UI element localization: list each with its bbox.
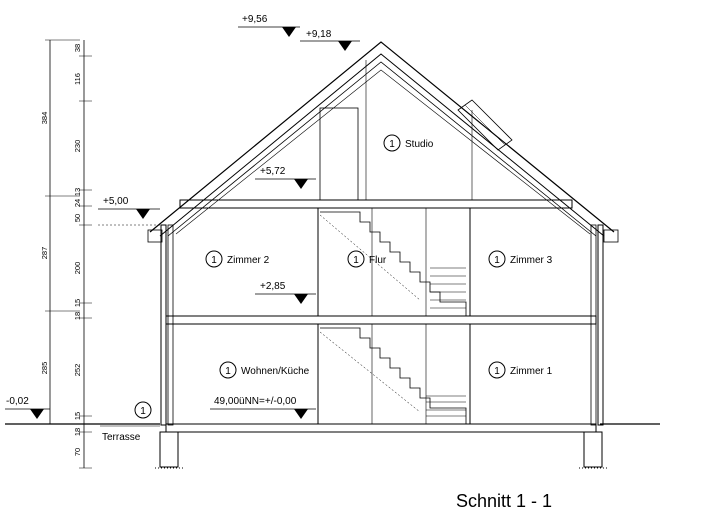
svg-text:1: 1 [389,139,395,150]
level-label: +9,18 [306,29,332,40]
level-label: +5,00 [103,196,129,207]
svg-text:15: 15 [73,299,82,307]
svg-text:1: 1 [211,255,217,266]
svg-text:384: 384 [40,112,49,125]
svg-text:252: 252 [73,364,82,377]
level-label: -0,02 [6,396,29,407]
room-terrasse-marker: 1 [134,401,152,419]
room-labels: 1 Studio 1 Zimmer 2 1 Flur 1 Zimmer 3 1 … [102,134,553,443]
svg-text:15: 15 [73,412,82,420]
room-flur: 1 Flur [347,250,387,268]
drawing-title: Schnitt 1 - 1 [456,491,552,511]
svg-text:50: 50 [73,214,82,222]
room-zimmer-3: 1 Zimmer 3 [488,250,553,268]
svg-text:38: 38 [73,44,82,52]
level-label: +9,56 [242,14,268,25]
exterior-walls [160,224,604,426]
svg-text:200: 200 [73,262,82,275]
svg-text:18: 18 [73,312,82,320]
svg-text:1: 1 [494,366,500,377]
ground-line [5,423,660,427]
level-markers: +9,56 +9,18 +5,72 +5,00 +2,85 49,00üNN=+… [5,14,360,419]
svg-text:287: 287 [40,247,49,260]
svg-text:Zimmer 2: Zimmer 2 [227,255,270,266]
dimension-chain-inner: 38 116 230 13 24 50 200 15 18 252 15 18 … [73,40,92,469]
dimension-chain-outer: 384 287 285 [40,39,80,425]
room-wohnen-kueche: 1 Wohnen/Küche [219,361,310,379]
svg-text:1: 1 [494,255,500,266]
svg-text:24: 24 [73,199,82,207]
level-label: +2,85 [260,281,286,292]
staircase-upper [319,211,467,316]
svg-text:1: 1 [353,255,359,266]
room-studio: 1 Studio [383,134,434,152]
svg-text:18: 18 [73,428,82,436]
svg-text:Zimmer 3: Zimmer 3 [510,255,553,266]
foundations [155,431,608,469]
interior-walls [317,60,473,424]
terrace-label: Terrasse [102,432,141,443]
level-label: +5,72 [260,166,286,177]
floor-slabs [165,199,597,433]
staircase-lower [319,327,467,424]
level-label: 49,00üNN=+/-0,00 [214,396,297,407]
svg-text:70: 70 [73,448,82,456]
svg-text:Wohnen/Küche: Wohnen/Küche [241,366,310,377]
svg-text:1: 1 [225,366,231,377]
svg-text:Zimmer 1: Zimmer 1 [510,366,553,377]
roof [147,41,619,243]
svg-text:230: 230 [73,140,82,153]
svg-text:1: 1 [140,406,146,417]
svg-text:Studio: Studio [405,139,434,150]
svg-text:116: 116 [73,73,82,85]
svg-text:13: 13 [73,188,82,196]
svg-text:Flur: Flur [369,255,387,266]
room-zimmer-2: 1 Zimmer 2 [205,250,270,268]
svg-text:285: 285 [40,362,49,375]
room-zimmer-1: 1 Zimmer 1 [488,361,553,379]
